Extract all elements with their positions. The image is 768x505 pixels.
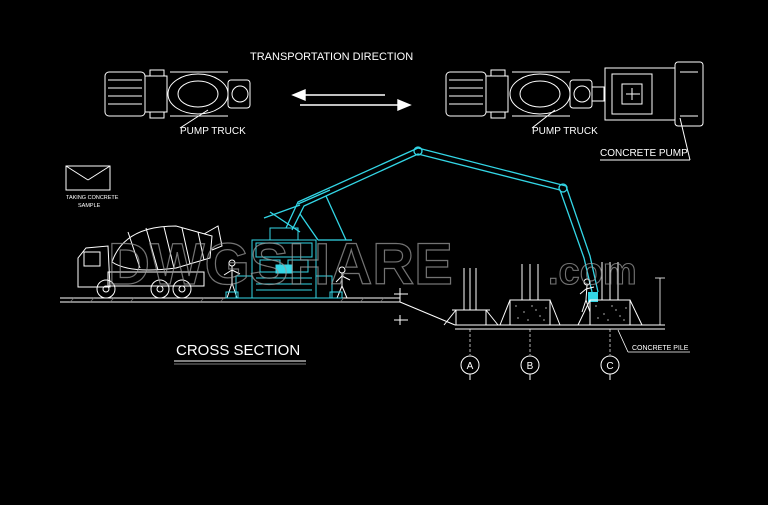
watermark-suffix: .com: [548, 251, 637, 293]
concrete-pump-label: CONCRETE PUMP: [600, 148, 688, 159]
watermark-main: DWGSHARE: [108, 232, 453, 297]
outlet-pour-mark: [588, 292, 598, 302]
leader-line-pump-truck-right: [531, 109, 556, 129]
concrete-mixer-truck: [77, 225, 223, 299]
leader-line-pump-truck-left: [179, 109, 209, 129]
direction-arrows: [291, 88, 412, 112]
leader-line-concrete-pump-angled: [679, 117, 691, 161]
axis-bubbles: [460, 355, 620, 380]
ground-hatch: [69, 297, 385, 303]
pile-cap-c: [577, 262, 643, 326]
axis-label-a: A: [467, 361, 474, 372]
pump-truck-elevation: [225, 227, 343, 299]
leader-line-concrete-pile: [617, 329, 629, 353]
pump-truck-plan-right: [445, 69, 605, 119]
concrete-pile-label: CONCRETE PILE: [632, 345, 689, 352]
concrete-pump-plan: [604, 61, 704, 127]
axis-lines: [469, 329, 611, 355]
dimension-line-right: [655, 277, 665, 326]
level-markers: [394, 288, 408, 325]
pump-truck-plan-left: [104, 69, 251, 119]
sample-label-line1: TAKING CONCRETE: [66, 195, 119, 201]
sample-label-line2: SAMPLE: [78, 203, 101, 209]
axis-label-b: B: [527, 361, 534, 372]
pile-cap-b-hatch: [515, 305, 547, 321]
pile-cap-a: [443, 268, 499, 326]
worker-figure-right: [579, 278, 595, 313]
pump-truck-right-label: PUMP TRUCK: [532, 126, 598, 137]
concrete-sample-icon: [65, 165, 111, 191]
ground-line: [60, 297, 665, 330]
pump-boom: [263, 146, 599, 293]
pump-truck-left-label: PUMP TRUCK: [180, 126, 246, 137]
pile-cap-c-hatch: [595, 305, 627, 321]
axis-label-c: C: [606, 361, 613, 372]
cross-section-title: CROSS SECTION: [176, 342, 300, 359]
pile-cap-b: [499, 264, 561, 326]
transportation-direction-label: TRANSPORTATION DIRECTION: [250, 51, 413, 63]
